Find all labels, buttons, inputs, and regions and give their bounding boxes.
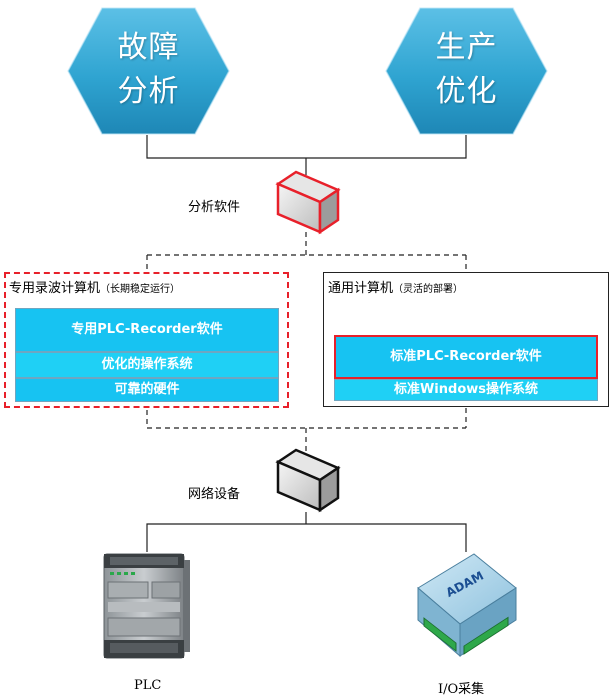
dedicated-pc-title-text: 专用录波计算机 [9,281,101,296]
goals-connector [146,135,467,159]
dedicated-hardware-bar: 可靠的硬件 [15,378,279,402]
standard-software-bar: 标准PLC-Recorder软件 [334,335,598,379]
dedicated-software-bar: 专用PLC-Recorder软件 [15,308,279,352]
dedicated-os-bar: 优化的操作系统 [15,352,279,378]
analysis-software-label: 分析软件 [188,200,241,215]
plc-caption: PLC [134,678,162,693]
production-optimization-line1: 生产 [435,30,498,65]
fault-analysis-text: 故障 分析 [66,26,231,114]
fault-analysis-hexagon [67,7,230,135]
general-pc-box [323,272,609,407]
io-caption: I/O采集 [438,682,485,697]
general-pc-title: 通用计算机（灵活的部署） [328,277,463,296]
devices-connector [146,523,467,552]
production-optimization-line2: 优化 [435,74,498,109]
standard-os-bar: 标准Windows操作系统 [334,379,598,401]
analysis-software-cube-icon [275,170,341,235]
dedicated-pc-box [4,272,289,408]
dedicated-pc-subtitle: （长期稳定运行） [100,284,181,295]
plc-device-icon [103,553,190,659]
dedicated-pc-title: 专用录波计算机（长期稳定运行） [9,277,180,296]
general-pc-title-text: 通用计算机 [328,281,394,296]
production-optimization-text: 生产 优化 [384,26,549,114]
io-module-icon: ADAM [417,553,517,658]
general-pc-subtitle: （灵活的部署） [393,284,464,295]
network-device-label: 网络设备 [188,487,241,502]
production-optimization-hexagon [385,7,548,135]
fault-analysis-line2: 分析 [117,74,180,109]
network-device-cube-icon [275,448,341,513]
fault-analysis-line1: 故障 [117,30,180,65]
